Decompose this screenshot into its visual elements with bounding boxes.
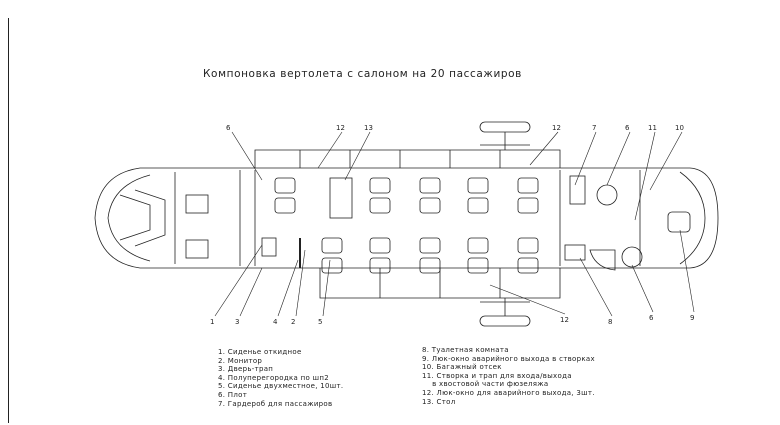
seat <box>419 197 441 214</box>
raft-circle-lower <box>621 246 643 268</box>
callout-numbers-bottom: 1 3 4 2 5 12 8 6 9 <box>210 314 694 326</box>
raft-circle-upper <box>596 184 618 206</box>
legend-item: 5. Сиденье двухместное, 10шт. <box>218 382 344 391</box>
callout-7: 7 <box>592 124 596 132</box>
legend-item: 2. Монитор <box>218 356 263 365</box>
callout-2: 2 <box>291 318 295 326</box>
callout-4: 4 <box>273 318 278 326</box>
legend-item: в хвостовой части фюзеляжа <box>422 380 549 389</box>
legend-item: 9. Люк-окно аварийного выхода в створках <box>422 354 595 363</box>
seat <box>369 237 391 254</box>
seat <box>467 237 489 254</box>
lower-sponson <box>319 268 561 299</box>
seat <box>467 197 489 214</box>
legend-item: 1. Сиденье откидное <box>218 348 302 356</box>
seat <box>321 257 343 274</box>
fuselage-outline <box>94 167 719 269</box>
front-partition <box>261 177 353 268</box>
seat <box>467 177 489 194</box>
seat <box>517 237 539 254</box>
legend-item: 13. Стол <box>422 397 456 406</box>
callout-3: 3 <box>235 318 239 326</box>
table <box>329 177 353 219</box>
cockpit-glazing <box>119 189 209 259</box>
seat <box>321 237 343 254</box>
seat <box>369 197 391 214</box>
legend-left: 1. Сиденье откидное 2. Монитор 3. Дверь-… <box>218 348 343 408</box>
seat <box>419 177 441 194</box>
wardrobe <box>569 175 586 205</box>
callout-11: 11 <box>648 124 657 132</box>
callout-6: 6 <box>226 124 231 132</box>
legend-item: 12. Люк-окно для аварийного выхода, 3шт. <box>422 388 595 397</box>
legend-item: 6. Плот <box>218 390 248 399</box>
passenger-seats <box>274 177 539 274</box>
drawing-title: Компоновка вертолета с салоном на 20 пас… <box>203 68 522 80</box>
callout-8: 8 <box>608 318 612 326</box>
rear-compartments <box>564 175 691 271</box>
callout-5: 5 <box>318 318 322 326</box>
seat <box>467 257 489 274</box>
callout-12: 12 <box>336 124 345 132</box>
seat <box>274 197 296 214</box>
legend-item: 8. Туалетная комната <box>422 346 509 354</box>
seat <box>369 177 391 194</box>
callout-9: 9 <box>690 314 694 322</box>
callout-12: 12 <box>560 316 569 324</box>
seat <box>419 257 441 274</box>
callout-13: 13 <box>364 124 373 132</box>
legend-item: 3. Дверь-трап <box>218 365 274 374</box>
callout-6: 6 <box>625 124 630 132</box>
callout-6: 6 <box>649 314 654 322</box>
toilet <box>564 244 586 261</box>
seat <box>517 177 539 194</box>
callout-10: 10 <box>675 124 684 132</box>
seat <box>517 197 539 214</box>
legend-item: 7. Гардероб для пассажиров <box>218 399 333 408</box>
seat <box>419 237 441 254</box>
callout-1: 1 <box>210 318 214 326</box>
legend-item: 11. Створка и трап для входа/выхода <box>422 371 572 380</box>
legend-item: 10. Багажный отсек <box>422 363 502 372</box>
legend-right: 8. Туалетная комната 9. Люк-окно аварийн… <box>422 346 595 406</box>
tail-hatch <box>667 211 691 233</box>
seat <box>274 177 296 194</box>
landing-gear-top <box>479 121 531 150</box>
landing-gear-bottom <box>479 298 531 327</box>
frame-border-line <box>8 18 9 423</box>
upper-sponson <box>254 149 561 168</box>
callout-12: 12 <box>552 124 561 132</box>
seat <box>369 257 391 274</box>
seat <box>517 257 539 274</box>
callout-leaders <box>214 131 695 317</box>
callout-numbers-top: 6 12 13 12 7 6 11 10 <box>226 124 684 132</box>
legend-item: 4. Полуперегородка по шп2 <box>218 373 329 382</box>
